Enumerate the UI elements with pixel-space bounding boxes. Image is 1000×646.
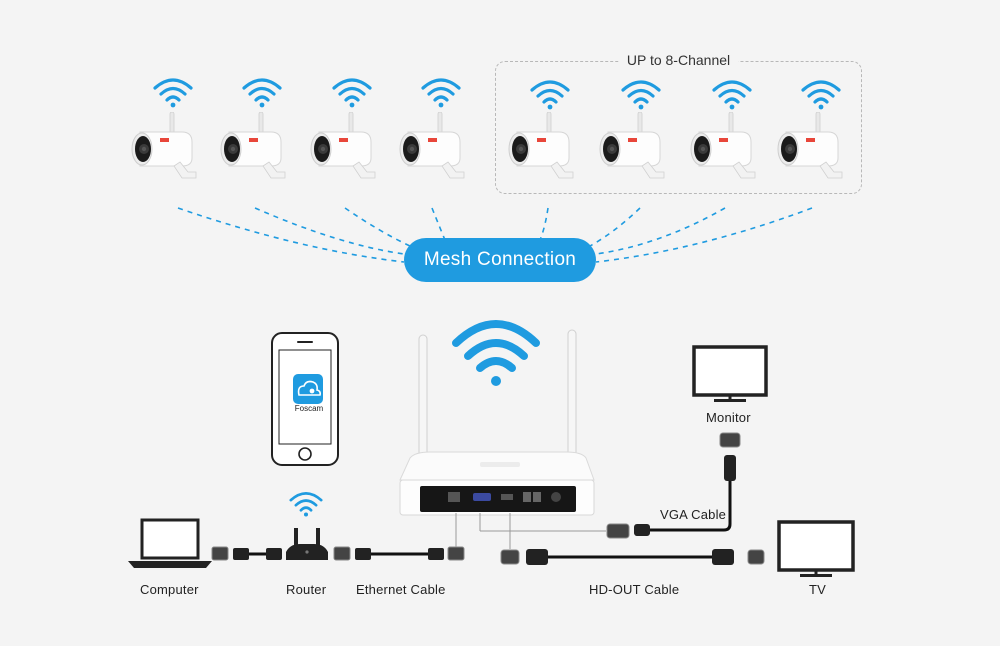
vga-cable xyxy=(479,432,741,539)
wifi-icon xyxy=(421,78,461,108)
vga-port xyxy=(473,493,491,501)
camera-4 xyxy=(399,78,465,179)
ethernet-port xyxy=(448,492,460,502)
hd-out-cable-label: HD-OUT Cable xyxy=(589,582,680,597)
mesh-connection-badge: Mesh Connection xyxy=(404,238,596,282)
router-label: Router xyxy=(286,582,327,597)
camera-group-left xyxy=(131,78,465,179)
router-wifi-icon xyxy=(289,492,323,517)
tv-label: TV xyxy=(809,582,827,597)
camera-icon xyxy=(131,112,197,179)
camera-icon xyxy=(399,112,465,179)
wifi-icon xyxy=(242,78,282,108)
camera-3 xyxy=(310,78,376,179)
app-name-label: Foscam xyxy=(294,404,324,413)
monitor xyxy=(692,345,768,402)
camera-2 xyxy=(220,78,286,179)
mesh-links xyxy=(177,207,813,263)
monitor-label: Monitor xyxy=(706,410,751,425)
smartphone xyxy=(271,332,339,466)
hdmi-cable xyxy=(500,513,765,565)
camera-icon xyxy=(310,112,376,179)
ethernet-cable-label: Ethernet Cable xyxy=(356,582,446,597)
camera-1 xyxy=(131,78,197,179)
foscam-app-icon xyxy=(293,374,323,404)
camera-icon xyxy=(220,112,286,179)
nvr-recorder xyxy=(399,329,595,516)
laptop xyxy=(128,518,212,568)
wifi-icon xyxy=(153,78,193,108)
computer-label: Computer xyxy=(140,582,199,597)
router xyxy=(286,492,328,560)
wifi-icon xyxy=(332,78,372,108)
tv xyxy=(777,520,855,577)
ethernet-cables xyxy=(211,513,465,561)
channel-group-box: UP to 8-Channel xyxy=(495,52,862,194)
hdmi-port xyxy=(501,494,513,500)
nvr-wifi-icon xyxy=(452,320,540,386)
channel-group-label: UP to 8-Channel xyxy=(618,52,739,68)
vga-cable-label: VGA Cable xyxy=(660,507,727,522)
